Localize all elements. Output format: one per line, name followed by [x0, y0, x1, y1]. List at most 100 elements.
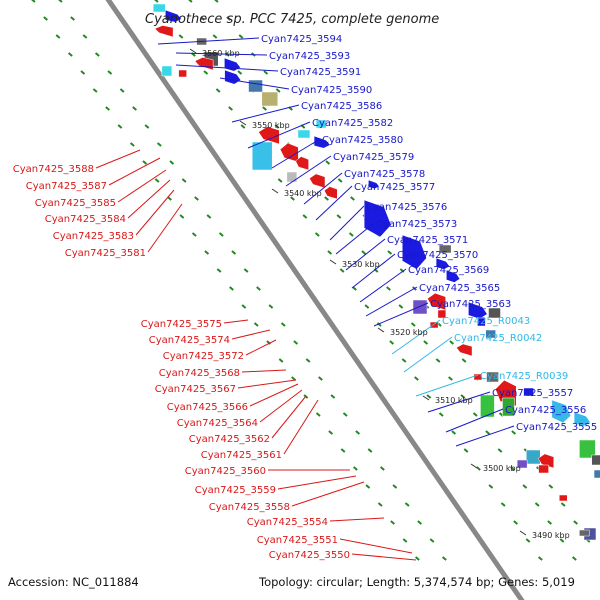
tick-dot — [256, 286, 261, 291]
genome-backbone — [105, 0, 525, 600]
tick-dot — [191, 232, 197, 237]
label-leader-line — [271, 138, 321, 169]
label-leader-line — [237, 379, 297, 389]
tick-dot — [277, 178, 283, 183]
tick-dot — [142, 160, 148, 165]
tick-dot — [293, 340, 299, 345]
tick-dot — [367, 448, 373, 453]
tick-dot — [275, 88, 281, 93]
tick-dot — [181, 178, 187, 183]
genome-title: Cyanothece sp. PCC 7425, complete genome — [145, 12, 439, 27]
tick-dot — [204, 250, 210, 255]
gene-label-forward: Cyan7425_3571 — [387, 235, 468, 246]
label-leader-line — [329, 205, 365, 241]
gene-feature — [297, 129, 311, 139]
tick-dot — [305, 358, 311, 363]
gene-feature — [363, 199, 392, 238]
tick-dot — [426, 394, 432, 399]
kbp-tick-mark — [470, 463, 478, 469]
tick-dot — [350, 196, 355, 201]
tick-dot — [342, 412, 348, 417]
tick-dot — [237, 70, 243, 75]
tick-dot — [522, 484, 528, 489]
gene-label-reverse: Cyan7425_3584 — [45, 214, 126, 225]
gene-feature — [401, 234, 427, 270]
gene-label-reverse: Cyan7425_3581 — [65, 248, 146, 259]
gene-feature — [261, 91, 279, 107]
tick-dot — [390, 520, 396, 525]
gene-label-forward: Cyan7425_R0043 — [442, 316, 530, 327]
kbp-tick-label: 3550 kbp — [252, 121, 290, 130]
tick-dot — [401, 358, 407, 363]
gene-label-reverse: Cyan7425_3575 — [141, 319, 222, 330]
tick-dot — [243, 268, 249, 273]
tick-dot — [340, 448, 346, 453]
tick-dot — [325, 160, 331, 165]
label-leader-line — [415, 374, 479, 397]
tick-dot — [215, 88, 221, 93]
gene-label-reverse: Cyan7425_3567 — [155, 384, 236, 395]
gene-label-forward: Cyan7425_3593 — [269, 51, 350, 62]
label-leader-line — [271, 395, 307, 439]
kbp-tick-label: 3500 kbp — [483, 464, 521, 473]
tick-dot — [229, 286, 234, 291]
tick-dot — [156, 142, 162, 147]
tick-dot — [376, 322, 382, 327]
tick-dot — [58, 0, 63, 3]
tick-dot — [461, 358, 467, 363]
tick-dot — [226, 16, 231, 21]
label-leader-line — [427, 391, 491, 413]
kbp-tick-label: 3510 kbp — [435, 396, 473, 405]
tick-dot — [253, 322, 259, 327]
tick-dot — [105, 106, 110, 111]
gene-label-forward: Cyan7425_3577 — [354, 182, 435, 193]
label-leader-line — [95, 149, 141, 169]
tick-dot — [167, 196, 172, 201]
tick-dot — [318, 376, 323, 381]
gene-label-reverse: Cyan7425_3568 — [159, 368, 240, 379]
label-leader-line — [231, 329, 271, 340]
gene-feature — [154, 25, 174, 38]
kbp-tick-mark — [271, 188, 279, 194]
gene-label-reverse: Cyan7425_3574 — [149, 335, 230, 346]
tick-dot — [448, 376, 453, 381]
gene-feature — [248, 79, 263, 93]
tick-dot — [460, 394, 466, 399]
tick-dot — [228, 106, 233, 111]
tick-dot — [212, 34, 218, 39]
label-leader-line — [335, 222, 375, 255]
tick-dot — [132, 106, 137, 111]
tick-dot — [365, 484, 371, 489]
tick-dot — [386, 286, 391, 291]
gene-label-forward: Cyan7425_R0042 — [454, 333, 542, 344]
label-leader-line — [157, 37, 260, 45]
gene-label-reverse: Cyan7425_3551 — [257, 535, 338, 546]
gene-label-forward: Cyan7425_3579 — [333, 152, 414, 163]
tick-dot — [241, 304, 247, 309]
label-leader-line — [231, 104, 300, 123]
tick-dot — [179, 214, 185, 219]
tick-dot — [154, 0, 159, 3]
tick-dot — [154, 178, 160, 183]
gene-label-forward: Cyan7425_3569 — [408, 265, 489, 276]
tick-dot — [315, 412, 321, 417]
tick-dot — [330, 394, 336, 399]
tick-dot — [328, 430, 334, 435]
kbp-tick-mark — [519, 530, 527, 536]
tick-dot — [31, 0, 36, 3]
tick-dot — [178, 34, 184, 39]
tick-dot — [262, 106, 267, 111]
label-leader-line — [223, 319, 249, 324]
gene-feature — [456, 343, 473, 357]
tick-dot — [336, 214, 342, 219]
label-leader-line — [245, 339, 277, 356]
tick-dot — [451, 430, 457, 435]
tick-dot — [571, 556, 577, 561]
label-leader-line — [291, 481, 365, 507]
tick-dot — [387, 250, 393, 255]
tick-dot — [290, 196, 295, 201]
gene-label-forward: Cyan7425_3565 — [419, 283, 500, 294]
gene-feature — [295, 156, 309, 171]
tick-dot — [67, 52, 73, 57]
